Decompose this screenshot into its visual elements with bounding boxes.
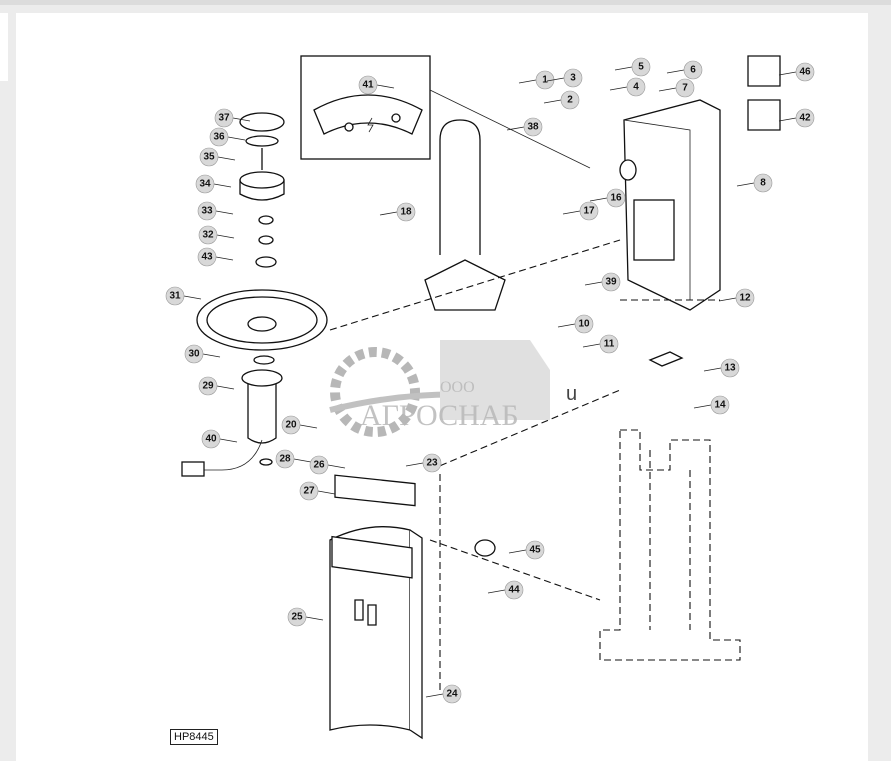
svg-text:42: 42: [799, 113, 811, 124]
svg-text:29: 29: [202, 381, 214, 392]
svg-text:40: 40: [205, 434, 217, 445]
callout-37: 37: [214, 108, 251, 128]
svg-text:41: 41: [362, 80, 374, 91]
callout-28: 28: [275, 449, 312, 469]
svg-text:6: 6: [690, 65, 696, 76]
callout-34: 34: [195, 174, 232, 194]
svg-text:43: 43: [201, 252, 213, 263]
callout-24: 24: [425, 684, 462, 704]
callout-30: 30: [184, 344, 221, 364]
callout-5: 5: [614, 57, 651, 77]
reference-code: HP8445: [170, 729, 218, 745]
callout-2: 2: [543, 90, 580, 110]
svg-text:5: 5: [638, 62, 644, 73]
callout-6: 6: [666, 60, 703, 80]
callout-40: 40: [201, 429, 238, 449]
svg-text:8: 8: [760, 178, 766, 189]
svg-text:45: 45: [529, 545, 541, 556]
callout-12: 12: [718, 288, 755, 308]
callout-11: 11: [582, 334, 619, 354]
svg-text:38: 38: [527, 122, 539, 133]
svg-text:1: 1: [542, 75, 548, 86]
svg-text:ООО: ООО: [440, 379, 475, 396]
svg-text:14: 14: [714, 400, 726, 411]
svg-text:23: 23: [426, 458, 438, 469]
svg-text:2: 2: [567, 95, 573, 106]
svg-text:20: 20: [285, 420, 297, 431]
svg-text:25: 25: [291, 612, 303, 623]
callout-36: 36: [209, 127, 246, 147]
svg-text:АГРОСНАБ: АГРОСНАБ: [360, 399, 519, 432]
rod-and-switch: [424, 119, 506, 311]
callout-18: 18: [379, 202, 416, 222]
svg-text:31: 31: [169, 291, 181, 302]
support-frame-dashed: [329, 239, 741, 690]
svg-text:12: 12: [739, 293, 751, 304]
callout-16: 16: [589, 188, 626, 208]
callout-26: 26: [309, 455, 346, 475]
svg-text:36: 36: [213, 132, 225, 143]
svg-text:18: 18: [400, 207, 412, 218]
svg-text:27: 27: [303, 486, 315, 497]
callout-35: 35: [199, 147, 236, 167]
callout-42: 42: [778, 108, 815, 128]
steering-wheel-assembly: [181, 112, 328, 477]
callout-31: 31: [165, 286, 202, 306]
callout-8: 8: [736, 173, 773, 193]
svg-text:3: 3: [570, 73, 576, 84]
callout-27: 27: [299, 481, 336, 501]
callout-25: 25: [287, 607, 324, 627]
svg-text:33: 33: [201, 206, 213, 217]
callout-44: 44: [487, 580, 524, 600]
callout-29: 29: [198, 376, 235, 396]
svg-text:26: 26: [313, 460, 325, 471]
column-housing: [619, 55, 781, 367]
agrosnab-watermark: ООО АГРОСНАБ: [329, 340, 550, 437]
callout-43: 43: [197, 247, 234, 267]
callout-23: 23: [405, 453, 442, 473]
lower-cover: [329, 474, 496, 740]
svg-text:35: 35: [203, 152, 215, 163]
callout-4: 4: [609, 77, 646, 97]
svg-text:37: 37: [218, 113, 230, 124]
svg-text:46: 46: [799, 67, 811, 78]
ignition-symbol-inset: [300, 55, 591, 169]
svg-text:17: 17: [583, 206, 595, 217]
callout-39: 39: [584, 272, 621, 292]
callout-32: 32: [198, 225, 235, 245]
callout-13: 13: [703, 358, 740, 378]
svg-text:7: 7: [682, 83, 688, 94]
svg-text:34: 34: [199, 179, 211, 190]
svg-text:13: 13: [724, 363, 736, 374]
svg-text:32: 32: [202, 230, 214, 241]
callout-7: 7: [658, 78, 695, 98]
callout-10: 10: [557, 314, 594, 334]
callout-3: 3: [546, 68, 583, 88]
callout-45: 45: [508, 540, 545, 560]
side-panel: [0, 13, 8, 81]
callout-14: 14: [693, 395, 730, 415]
callout-46: 46: [778, 62, 815, 82]
svg-text:11: 11: [604, 339, 615, 350]
callout-17: 17: [562, 201, 599, 221]
svg-text:44: 44: [508, 585, 520, 596]
svg-text:4: 4: [633, 82, 639, 93]
svg-text:24: 24: [446, 689, 458, 700]
svg-text:39: 39: [605, 277, 617, 288]
svg-text:10: 10: [578, 319, 590, 330]
svg-text:30: 30: [188, 349, 200, 360]
svg-text:16: 16: [610, 193, 622, 204]
stray-letter: u: [566, 383, 577, 405]
callout-41: 41: [358, 75, 395, 95]
callout-38: 38: [506, 117, 543, 137]
svg-text:28: 28: [279, 454, 291, 465]
callout-20: 20: [281, 415, 318, 435]
callout-33: 33: [197, 201, 234, 221]
callout-1: 1: [518, 70, 555, 90]
top-bar: [0, 0, 891, 5]
